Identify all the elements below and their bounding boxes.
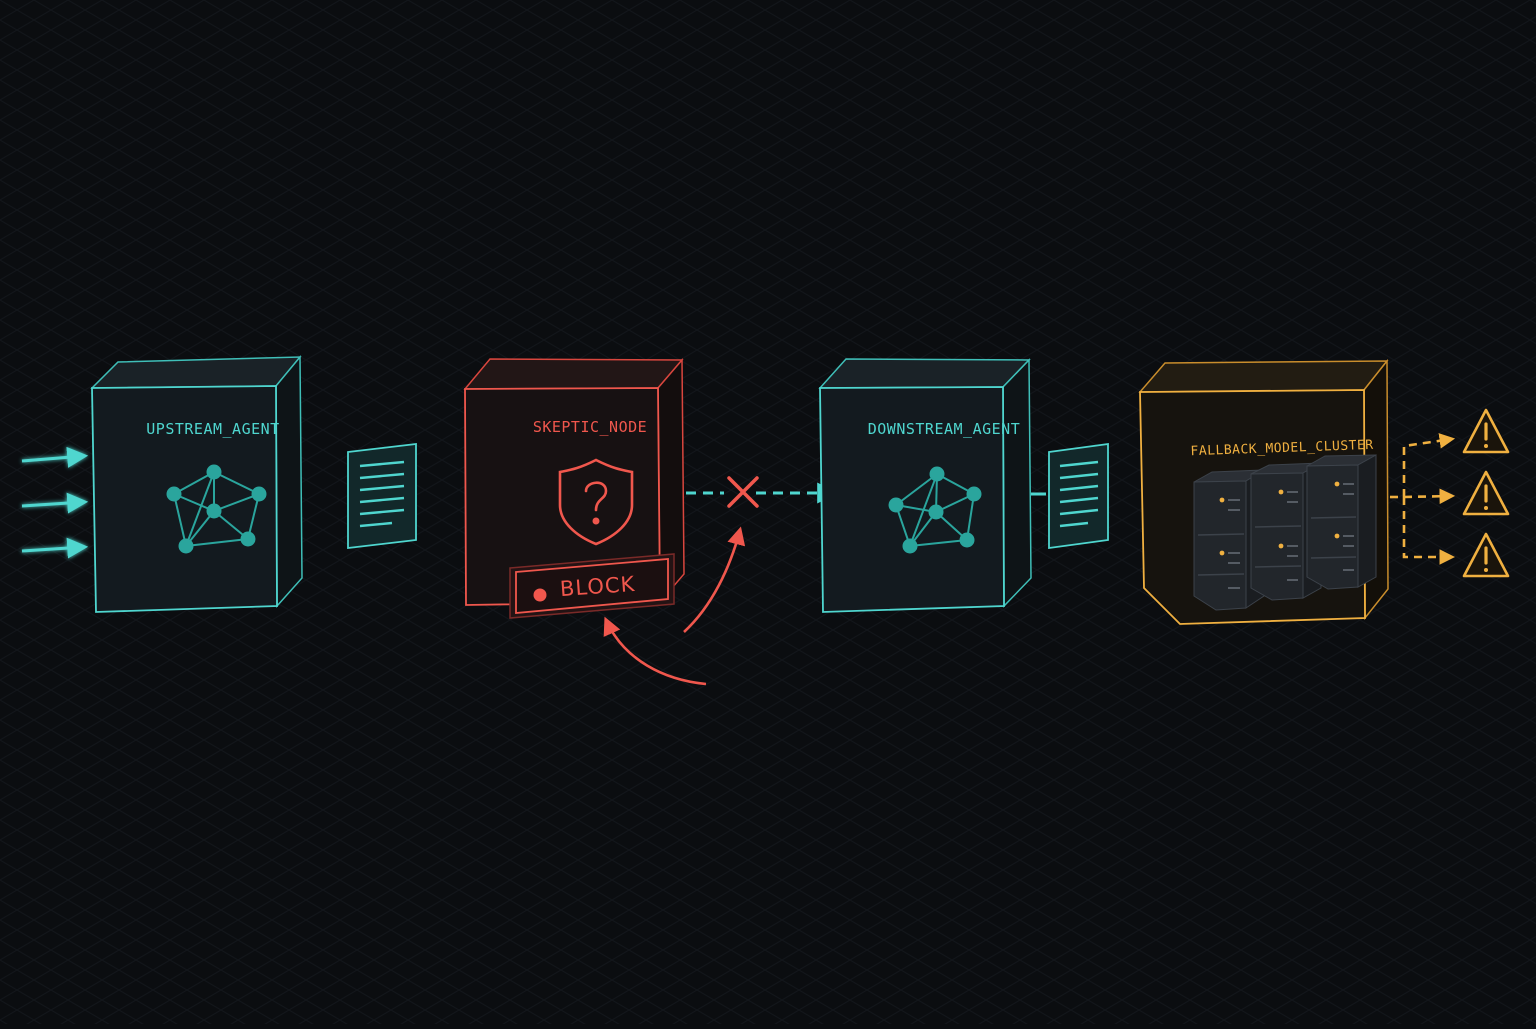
network-graph-icon [166, 464, 267, 554]
skeptic-node-label: SKEPTIC_NODE [533, 418, 647, 436]
warning-output-connectors [1390, 433, 1456, 565]
input-arrow [21, 492, 89, 514]
status-dot [533, 588, 547, 602]
feedback-arrow [683, 526, 746, 633]
fallback-cluster-label: FALLBACK_MODEL_CLUSTER [1190, 438, 1374, 459]
block-label: BLOCK [559, 572, 636, 601]
network-graph-icon [888, 466, 982, 554]
feedback-arrow [603, 616, 707, 686]
block-status-badge[interactable]: BLOCK [509, 553, 675, 619]
upstream-agent-node[interactable]: UPSTREAM_AGENT [90, 354, 303, 613]
server-rack-icon [1193, 454, 1377, 611]
upstream-agent-label: UPSTREAM_AGENT [146, 420, 279, 438]
warning-icon [1462, 470, 1510, 516]
blocked-connector [686, 476, 839, 508]
fallback-model-cluster-node[interactable]: FALLBACK_MODEL_CLUSTER [1138, 358, 1389, 625]
warning-icon [1462, 408, 1510, 454]
input-arrows [21, 446, 89, 559]
x-mark-icon [727, 476, 759, 508]
warning-icon [1462, 532, 1510, 578]
downstream-agent-node[interactable]: DOWNSTREAM_AGENT [818, 358, 1032, 613]
downstream-agent-label: DOWNSTREAM_AGENT [868, 420, 1021, 438]
input-arrow [21, 537, 89, 559]
document-icon [347, 442, 417, 550]
shield-question-icon [558, 458, 634, 546]
skeptic-node[interactable]: SKEPTIC_NODE BLOCK [463, 357, 685, 619]
document-icon [1048, 442, 1109, 550]
input-arrow [21, 446, 89, 468]
